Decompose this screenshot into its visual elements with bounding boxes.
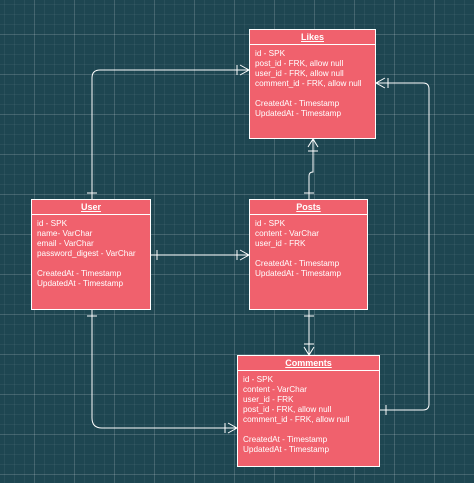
- field-row: id - SPK: [243, 375, 274, 384]
- entity-user-title: User: [32, 200, 150, 215]
- field-row: content - VarChar: [255, 229, 320, 238]
- field-row: user_id - FRK: [243, 395, 294, 404]
- entity-user[interactable]: User id - SPK name- VarChar email - VarC…: [31, 199, 151, 310]
- edge-comments-likes[interactable]: [376, 82, 430, 411]
- timestamp-row: UpdatedAt - Timestamp: [243, 445, 330, 454]
- field-row: id - SPK: [37, 219, 68, 228]
- field-row: id - SPK: [255, 219, 286, 228]
- field-row: user_id - FRK, allow null: [255, 69, 344, 78]
- edge-user-likes[interactable]: [91, 69, 249, 199]
- field-row: id - SPK: [255, 49, 286, 58]
- field-row: comment_id - FRK, allow null: [243, 415, 350, 424]
- entity-posts-title: Posts: [250, 200, 367, 215]
- field-row: user_id - FRK: [255, 239, 306, 248]
- timestamp-row: CreatedAt - Timestamp: [255, 99, 340, 108]
- entity-comments-title: Comments: [238, 356, 379, 371]
- field-row: content - VarChar: [243, 385, 308, 394]
- field-spacer: [243, 425, 374, 435]
- field-row: post_id - FRK, allow null: [255, 59, 344, 68]
- field-spacer: [37, 259, 145, 269]
- field-spacer: [255, 89, 370, 99]
- timestamp-row: UpdatedAt - Timestamp: [255, 269, 342, 278]
- edge-user-comments[interactable]: [91, 310, 237, 429]
- field-row: post_id - FRK, allow null: [243, 405, 332, 414]
- timestamp-row: CreatedAt - Timestamp: [37, 269, 122, 278]
- timestamp-row: UpdatedAt - Timestamp: [255, 109, 342, 118]
- entity-comments[interactable]: Comments id - SPK content - VarChar user…: [237, 355, 380, 467]
- timestamp-row: CreatedAt - Timestamp: [243, 435, 328, 444]
- entity-likes-title: Likes: [250, 30, 375, 45]
- field-row: email - VarChar: [37, 239, 94, 248]
- field-row: name- VarChar: [37, 229, 93, 238]
- edge-posts-likes[interactable]: [308, 139, 314, 199]
- marker-posts-likes-many: [307, 138, 319, 152]
- entity-posts[interactable]: Posts id - SPK content - VarChar user_id…: [249, 199, 368, 310]
- timestamp-row: CreatedAt - Timestamp: [255, 259, 340, 268]
- entity-likes[interactable]: Likes id - SPK post_id - FRK, allow null…: [249, 29, 376, 139]
- marker-comments-likes-many: [374, 77, 389, 89]
- timestamp-row: UpdatedAt - Timestamp: [37, 279, 124, 288]
- field-spacer: [255, 249, 362, 259]
- field-row: comment_id - FRK, allow null: [255, 79, 362, 88]
- field-row: password_digest - VarChar: [37, 249, 136, 258]
